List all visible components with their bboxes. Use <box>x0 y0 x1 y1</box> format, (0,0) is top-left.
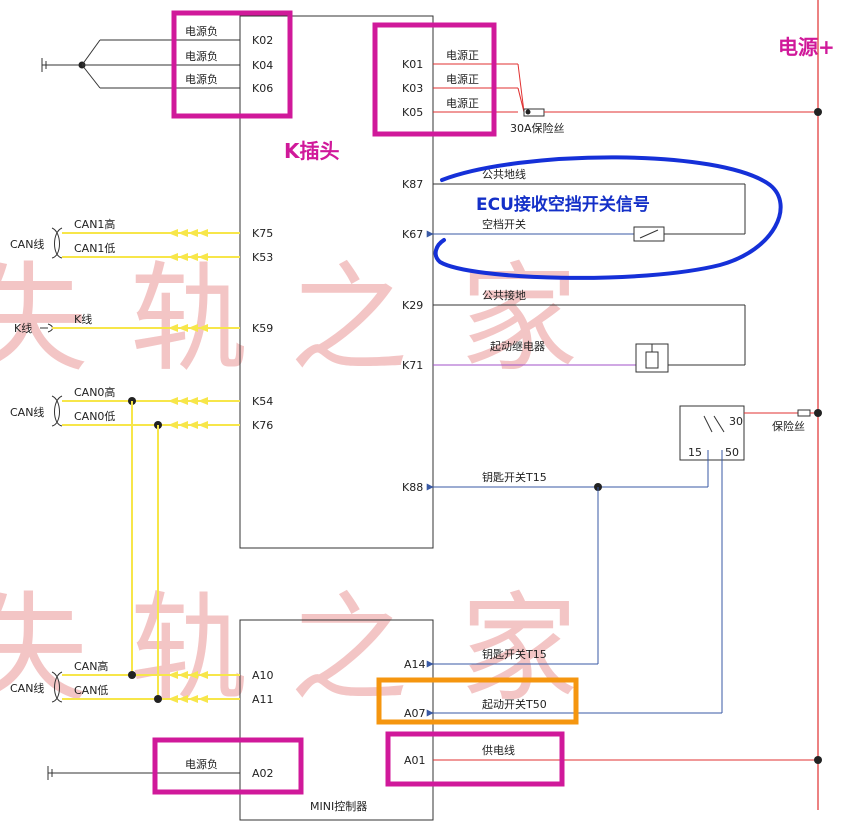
pin-k88: K88 <box>402 481 423 494</box>
key-switch-icon <box>679 405 745 461</box>
ground-negative-group <box>41 39 240 89</box>
watermark-char: 之 <box>290 250 408 388</box>
pin-k05: K05 <box>402 106 423 119</box>
wire-label-common-ground: 公共地线 <box>482 167 526 181</box>
pin-a10: A10 <box>252 669 274 682</box>
relay-pin-15: 15 <box>688 446 702 459</box>
pin-a07: A07 <box>404 707 426 720</box>
fuse-label: 保险丝 <box>772 419 805 433</box>
pin-k04: K04 <box>252 59 273 72</box>
pin-k53: K53 <box>252 251 273 264</box>
pin-k87: K87 <box>402 178 423 191</box>
wire-label-start-t50: 起动开关T50 <box>482 697 547 711</box>
watermark-char: 失 <box>0 250 88 388</box>
watermark-char: 失 <box>0 580 88 718</box>
pin-k75: K75 <box>252 227 273 240</box>
mini-can-high-label: CAN高 <box>74 659 108 673</box>
fuse-icon <box>797 409 811 417</box>
positive-group <box>433 63 822 117</box>
watermark-char: 轨 <box>130 250 248 388</box>
wire-label-key-t15: 钥匙开关T15 <box>482 470 547 484</box>
wire-label-pos: 电源正 <box>446 72 479 86</box>
watermark-char: 家 <box>460 580 578 718</box>
pin-a01: A01 <box>404 754 426 767</box>
relay-pin-30: 30 <box>729 415 743 428</box>
wire-label-key-t15-mini: 钥匙开关T15 <box>482 647 547 661</box>
pin-k06: K06 <box>252 82 273 95</box>
power-plus-label: 电源+ <box>778 35 835 59</box>
pin-k02: K02 <box>252 34 273 47</box>
highlight-box-supply <box>385 731 565 787</box>
watermark: 失 轨 之 家 失 轨 之 家 <box>0 250 578 718</box>
wire-label-mini-neg: 电源负 <box>185 757 218 771</box>
mini-can-line-label: CAN线 <box>10 681 44 695</box>
pin-k67: K67 <box>402 228 423 241</box>
neutral-switch-icon <box>633 226 665 242</box>
highlight-box-positive <box>372 22 497 137</box>
mini-controller-label: MINI控制器 <box>310 799 367 813</box>
pin-k01: K01 <box>402 58 423 71</box>
watermark-char: 轨 <box>130 580 248 718</box>
mini-can-low-label: CAN低 <box>74 684 108 697</box>
can1-line-label: CAN线 <box>10 237 44 251</box>
can-bus-wires <box>40 227 240 703</box>
k-plug-label: K插头 <box>284 139 340 163</box>
highlight-box-start-t50 <box>376 677 579 725</box>
can0-high-label: CAN0高 <box>74 385 115 399</box>
can1-low-label: CAN1低 <box>74 242 115 255</box>
k-wire-label: K线 <box>74 312 92 326</box>
can0-line-label: CAN线 <box>10 405 44 419</box>
pin-a11: A11 <box>252 693 274 706</box>
wire-label-supply: 供电线 <box>482 743 515 757</box>
pin-k59: K59 <box>252 322 273 335</box>
wire-label-common-ground-2: 公共接地 <box>482 289 526 302</box>
ecu-signal-label: ECU接收空挡开关信号 <box>476 194 650 215</box>
wire-label-pos: 电源正 <box>446 48 479 62</box>
highlight-box-negative <box>171 10 293 119</box>
wire-label-neutral-switch: 空档开关 <box>482 217 526 231</box>
wire-label-pos: 电源正 <box>446 96 479 110</box>
pin-k54: K54 <box>252 395 273 408</box>
pin-k76: K76 <box>252 419 273 432</box>
wire-label-start-relay: 起动继电器 <box>490 340 545 353</box>
wire-label-neg: 电源负 <box>185 24 218 38</box>
k-connector-body <box>239 15 434 549</box>
watermark-char: 之 <box>290 580 408 718</box>
pin-k71: K71 <box>402 359 423 372</box>
highlight-box-mini-negative <box>152 737 304 795</box>
wire-label-neg: 电源负 <box>185 72 218 86</box>
wire-label-neg: 电源负 <box>185 49 218 63</box>
pin-a14: A14 <box>404 658 426 671</box>
relay-pin-50: 50 <box>725 446 739 459</box>
pin-k29: K29 <box>402 299 423 312</box>
can1-high-label: CAN1高 <box>74 217 115 231</box>
can0-low-label: CAN0低 <box>74 410 115 423</box>
fuse-30a-label: 30A保险丝 <box>510 121 565 135</box>
pin-a02: A02 <box>252 767 274 780</box>
k-line-label: K线 <box>14 321 32 335</box>
pin-k03: K03 <box>402 82 423 95</box>
ecu-scribble-annotation <box>433 155 783 280</box>
